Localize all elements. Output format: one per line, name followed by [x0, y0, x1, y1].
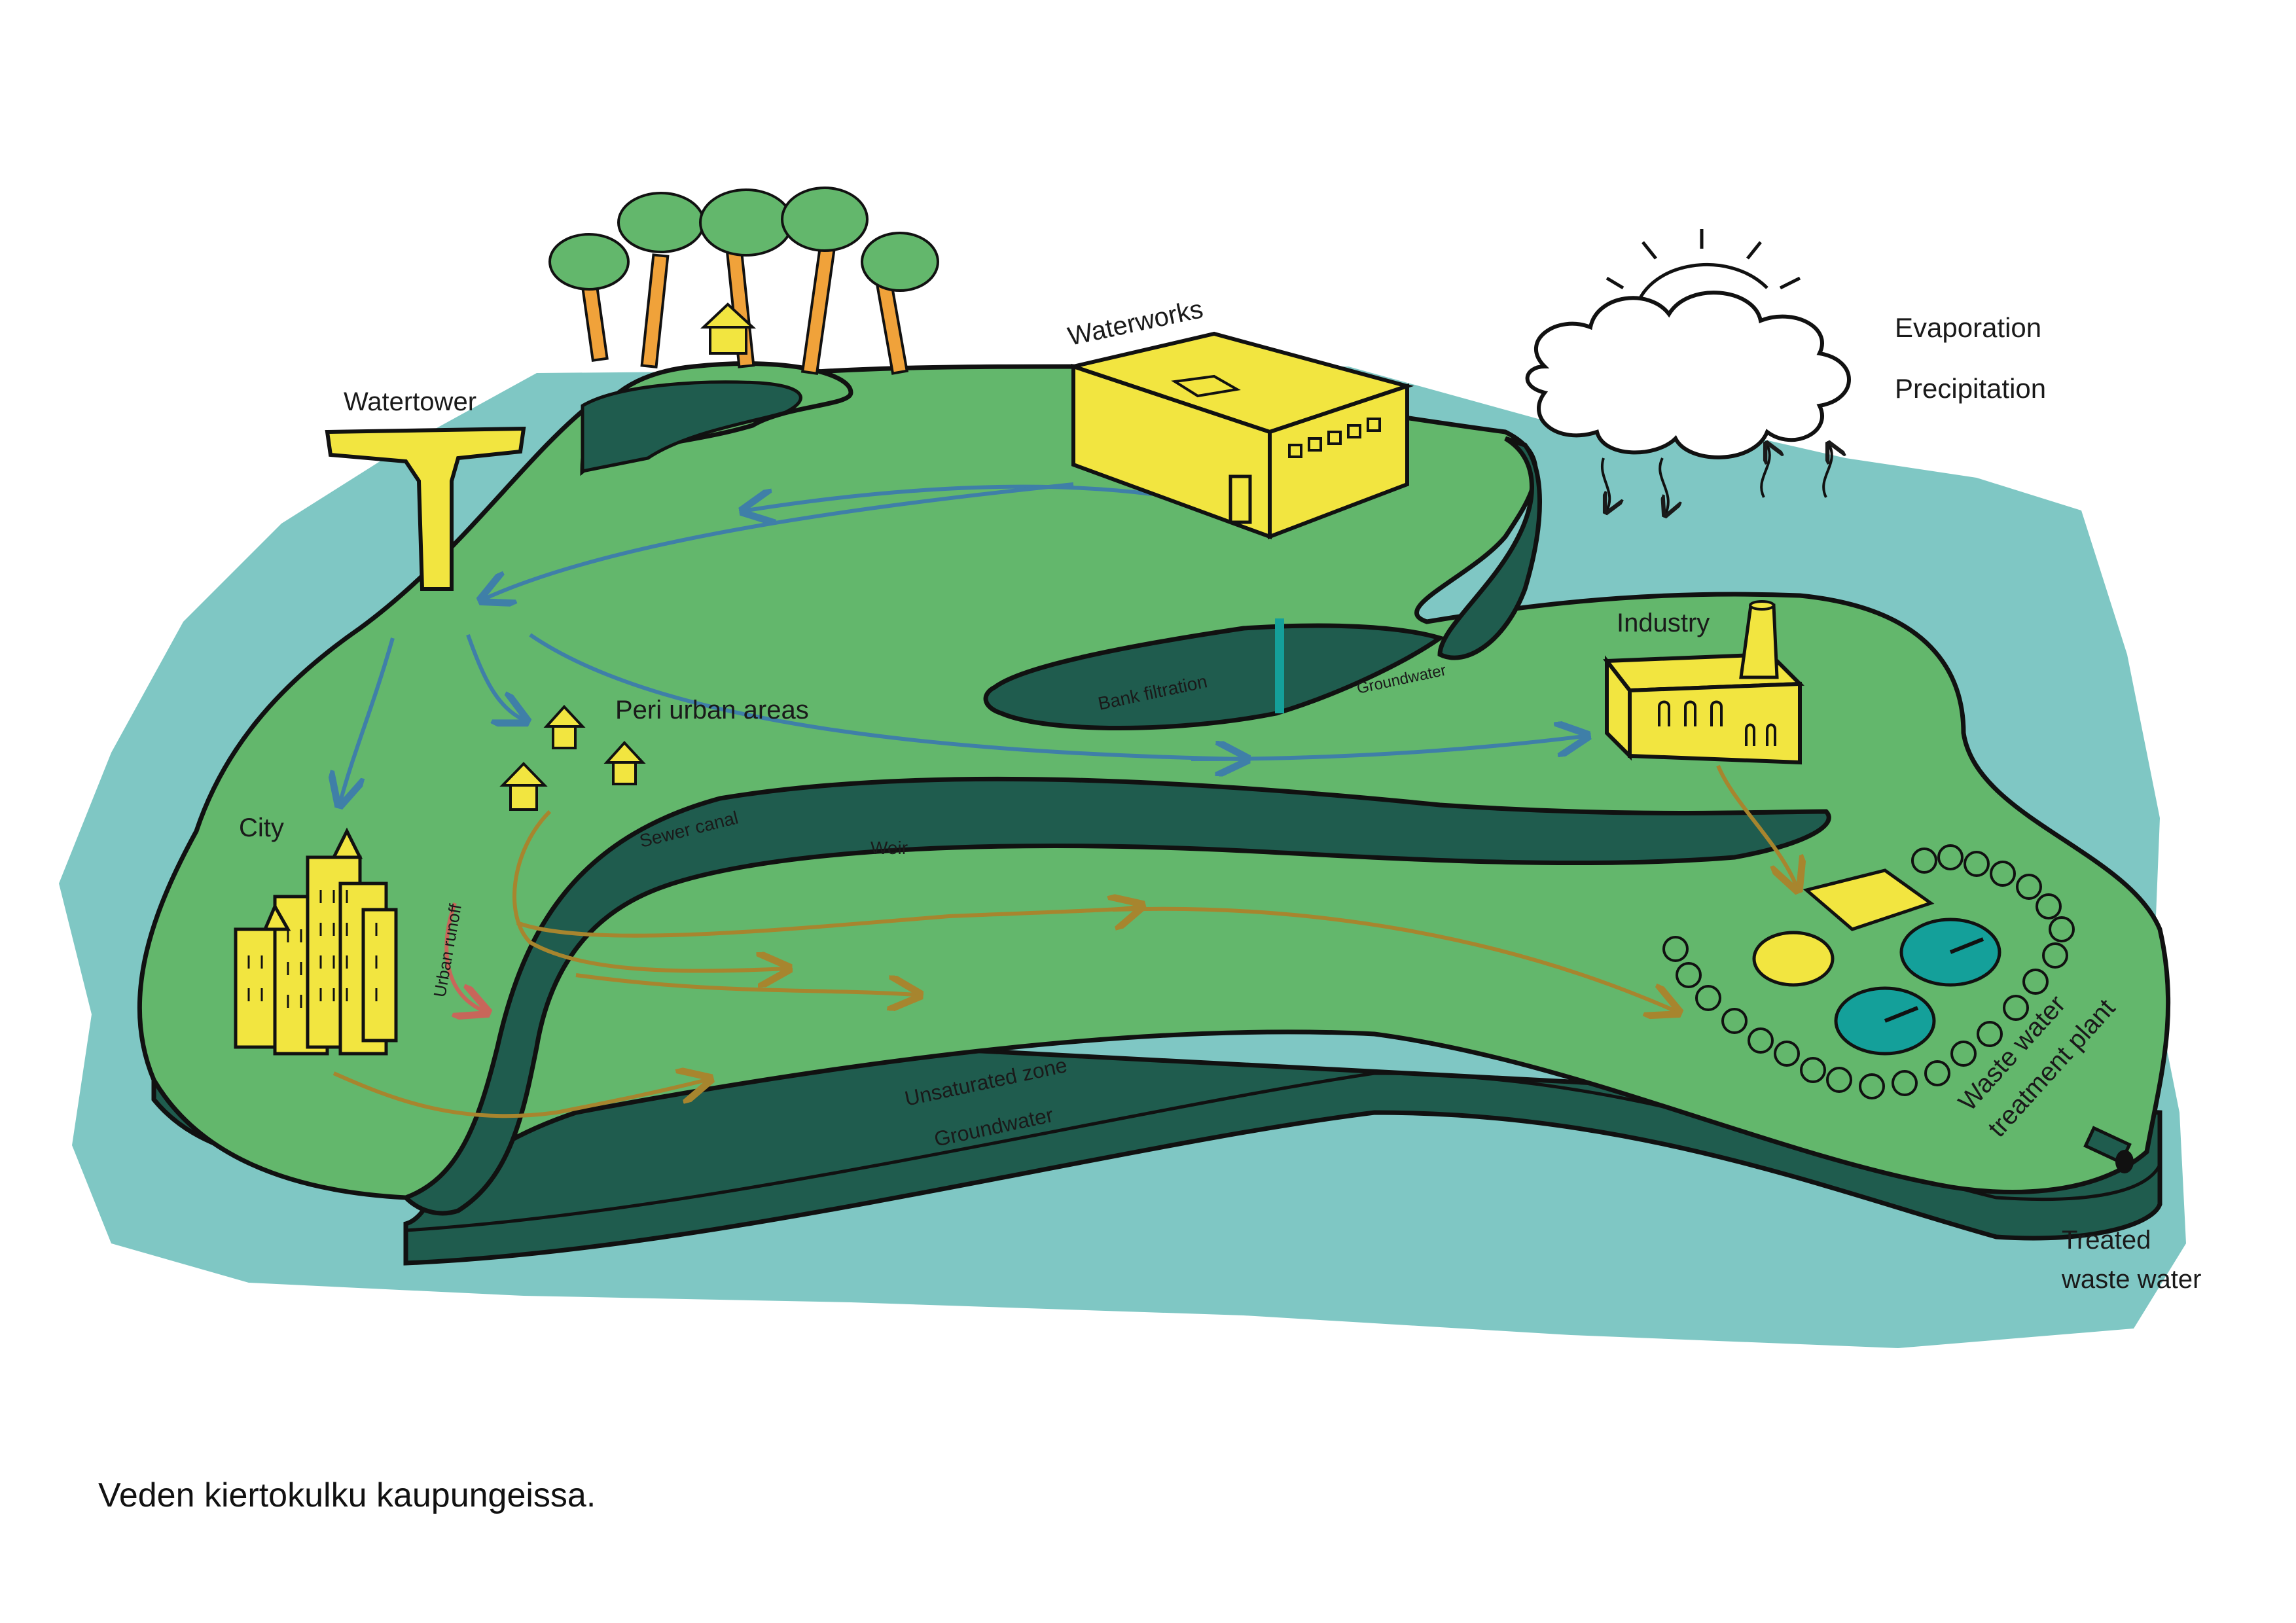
city-label: City — [239, 813, 284, 842]
industry-label: Industry — [1617, 609, 1710, 637]
cloud-icon — [1528, 293, 1849, 457]
tree-icon — [862, 233, 938, 374]
evaporation-label: Evaporation — [1895, 312, 2041, 343]
tree-icon — [782, 188, 867, 374]
tree-icon — [550, 234, 628, 361]
digester-icon — [1754, 933, 1833, 985]
watertower-label: Watertower — [344, 387, 476, 416]
peri-urban-label: Peri urban areas — [615, 696, 809, 724]
forest — [550, 188, 938, 374]
weir-label: Weir — [870, 838, 908, 858]
tree-icon — [619, 193, 704, 367]
treated-label-line2: waste water — [2061, 1265, 2201, 1294]
figure-caption: Veden kiertokulku kaupungeissa. — [98, 1476, 596, 1515]
precipitation-label: Precipitation — [1895, 373, 2046, 404]
treated-label-line1: Treated — [2062, 1226, 2151, 1255]
